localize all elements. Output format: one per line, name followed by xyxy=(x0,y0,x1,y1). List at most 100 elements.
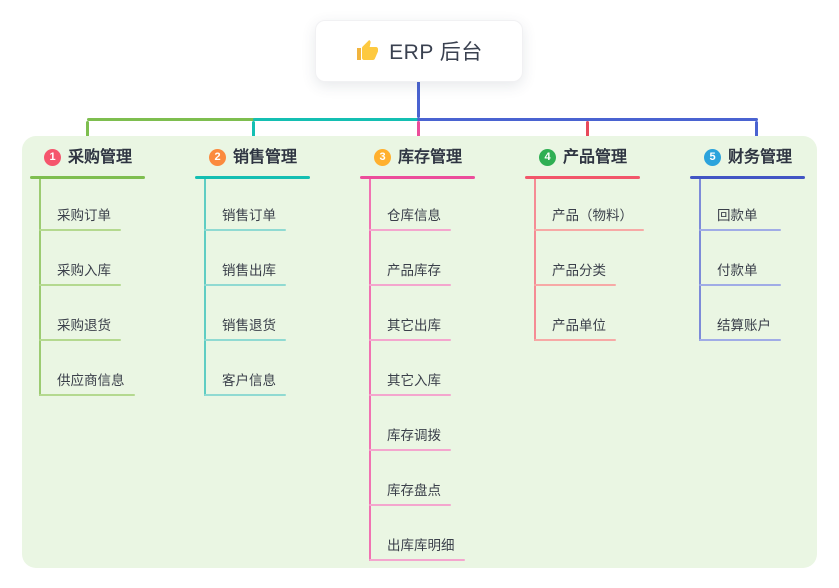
child-item-underline xyxy=(39,394,135,396)
branch-child-connector-line xyxy=(204,179,206,396)
child-item-label: 客户信息 xyxy=(222,373,276,388)
child-item-label: 其它出库 xyxy=(387,318,441,333)
branches-panel xyxy=(22,136,817,568)
child-item[interactable]: 其它入库 xyxy=(387,371,441,391)
child-item[interactable]: 销售退货 xyxy=(222,316,276,336)
root-node[interactable]: ERP 后台 xyxy=(315,20,523,82)
child-item-label: 采购入库 xyxy=(57,263,111,278)
child-item-underline xyxy=(369,339,451,341)
child-item-label: 供应商信息 xyxy=(57,373,125,388)
branch-column: 4 产品管理 产品（物料） 产品分类产品单位 xyxy=(525,146,685,566)
branch-child-connector-line xyxy=(699,179,701,341)
child-item-label: 产品单位 xyxy=(552,318,606,333)
branch-number-badge: 3 xyxy=(374,149,391,166)
child-item-underline xyxy=(699,229,781,231)
branch-child-connector-line xyxy=(534,179,536,341)
branch-header[interactable]: 5 财务管理 xyxy=(690,146,839,172)
branch-horizontal-line xyxy=(417,118,758,121)
branch-title: 产品管理 xyxy=(563,149,628,166)
branch-header[interactable]: 4 产品管理 xyxy=(525,146,675,172)
child-item-label: 产品库存 xyxy=(387,263,441,278)
child-item-label: 出库库明细 xyxy=(387,538,455,553)
child-item-underline xyxy=(369,559,465,561)
child-item-underline xyxy=(369,449,451,451)
child-item-label: 销售出库 xyxy=(222,263,276,278)
branch-title-underline xyxy=(30,176,145,179)
child-item-label: 库存盘点 xyxy=(387,483,441,498)
child-item-underline xyxy=(204,284,286,286)
branch-title-underline xyxy=(525,176,640,179)
branch-number-badge: 2 xyxy=(209,149,226,166)
child-item[interactable]: 供应商信息 xyxy=(57,371,125,391)
branch-drop-line xyxy=(416,121,420,150)
branch-number-badge: 1 xyxy=(44,149,61,166)
child-item-label: 销售退货 xyxy=(222,318,276,333)
child-item-label: 产品（物料） xyxy=(552,208,633,223)
child-item-label: 采购退货 xyxy=(57,318,111,333)
child-item-underline xyxy=(534,229,644,231)
child-item-underline xyxy=(204,394,286,396)
branch-drop-line xyxy=(86,121,89,150)
child-item[interactable]: 客户信息 xyxy=(222,371,276,391)
thumbs-up-icon xyxy=(355,39,379,63)
branch-column: 3 库存管理 仓库信息产品库存其它出库其它入库库存调拨库存盘点出库库明细 xyxy=(360,146,520,566)
branch-drop-line xyxy=(586,121,589,150)
branch-horizontal-line xyxy=(87,118,255,121)
branch-child-connector-line xyxy=(39,179,41,396)
child-item[interactable]: 仓库信息 xyxy=(387,206,441,226)
root-trunk-line xyxy=(416,81,420,118)
child-item[interactable]: 结算账户 xyxy=(717,316,771,336)
child-item[interactable]: 其它出库 xyxy=(387,316,441,336)
child-item-underline xyxy=(39,229,121,231)
branch-title-underline xyxy=(195,176,310,179)
child-item[interactable]: 产品（物料） xyxy=(552,206,633,226)
branch-title: 库存管理 xyxy=(398,149,463,166)
branch-column: 5 财务管理 回款单付款单结算账户 xyxy=(690,146,839,566)
child-item[interactable]: 销售订单 xyxy=(222,206,276,226)
child-item-underline xyxy=(699,284,781,286)
child-item-underline xyxy=(369,229,451,231)
child-item-underline xyxy=(204,339,286,341)
child-item[interactable]: 回款单 xyxy=(717,206,758,226)
child-item-label: 其它入库 xyxy=(387,373,441,388)
branch-header[interactable]: 2 销售管理 xyxy=(195,146,345,172)
child-item[interactable]: 产品单位 xyxy=(552,316,606,336)
child-item[interactable]: 出库库明细 xyxy=(387,536,455,556)
branch-header[interactable]: 1 采购管理 xyxy=(30,146,180,172)
child-item-underline xyxy=(534,339,616,341)
child-item-underline xyxy=(369,504,451,506)
branch-title-underline xyxy=(360,176,475,179)
branch-title-underline xyxy=(690,176,805,179)
child-item-underline xyxy=(699,339,781,341)
child-item-underline xyxy=(369,284,451,286)
branch-header[interactable]: 3 库存管理 xyxy=(360,146,510,172)
child-item-label: 库存调拨 xyxy=(387,428,441,443)
branch-title: 财务管理 xyxy=(728,149,793,166)
branch-child-connector-line xyxy=(369,179,371,561)
branch-horizontal-line xyxy=(253,118,419,121)
branch-column: 1 采购管理 采购订单采购入库采购退货供应商信息 xyxy=(30,146,190,566)
branch-number-badge: 5 xyxy=(704,149,721,166)
branch-drop-line xyxy=(252,121,255,150)
child-item-label: 回款单 xyxy=(717,208,758,223)
branch-column: 2 销售管理 销售订单销售出库销售退货客户信息 xyxy=(195,146,355,566)
child-item-underline xyxy=(369,394,451,396)
child-item[interactable]: 产品库存 xyxy=(387,261,441,281)
child-item-label: 结算账户 xyxy=(717,318,771,333)
child-item-underline xyxy=(39,339,121,341)
branch-title: 采购管理 xyxy=(68,149,133,166)
child-item[interactable]: 采购退货 xyxy=(57,316,111,336)
child-item[interactable]: 付款单 xyxy=(717,261,758,281)
child-item[interactable]: 库存调拨 xyxy=(387,426,441,446)
child-item[interactable]: 采购入库 xyxy=(57,261,111,281)
child-item[interactable]: 库存盘点 xyxy=(387,481,441,501)
child-item[interactable]: 销售出库 xyxy=(222,261,276,281)
child-item[interactable]: 采购订单 xyxy=(57,206,111,226)
child-item[interactable]: 产品分类 xyxy=(552,261,606,281)
child-item-label: 采购订单 xyxy=(57,208,111,223)
child-item-label: 产品分类 xyxy=(552,263,606,278)
child-item-underline xyxy=(534,284,616,286)
branch-number-badge: 4 xyxy=(539,149,556,166)
child-item-underline xyxy=(204,229,286,231)
